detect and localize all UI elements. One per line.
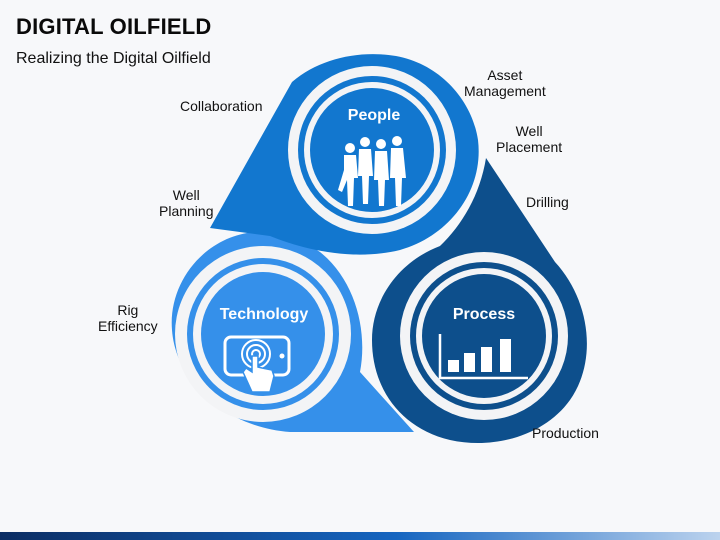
bar-chart-icon bbox=[438, 334, 528, 380]
footer-bar bbox=[0, 532, 720, 540]
label-well-placement: Well Placement bbox=[496, 123, 563, 155]
tablet-touch-icon bbox=[223, 335, 291, 393]
hub-label-process: Process bbox=[453, 306, 515, 323]
label-production: Production bbox=[532, 425, 599, 441]
hub-label-people: People bbox=[348, 107, 401, 124]
label-rig-efficiency: Rig Efficiency bbox=[98, 302, 158, 334]
label-drilling: Drilling bbox=[526, 194, 569, 210]
hub-label-technology: Technology bbox=[220, 306, 309, 323]
label-collaboration: Collaboration bbox=[180, 98, 263, 114]
label-well-planning: Well Planning bbox=[159, 187, 214, 219]
page-title: DIGITAL OILFIELD bbox=[16, 14, 212, 39]
page-subtitle: Realizing the Digital Oilfield bbox=[16, 50, 211, 67]
label-asset-management: Asset Management bbox=[464, 67, 546, 99]
people-segment bbox=[210, 54, 479, 255]
technology-segment bbox=[171, 231, 414, 432]
people-group-icon bbox=[338, 136, 406, 206]
